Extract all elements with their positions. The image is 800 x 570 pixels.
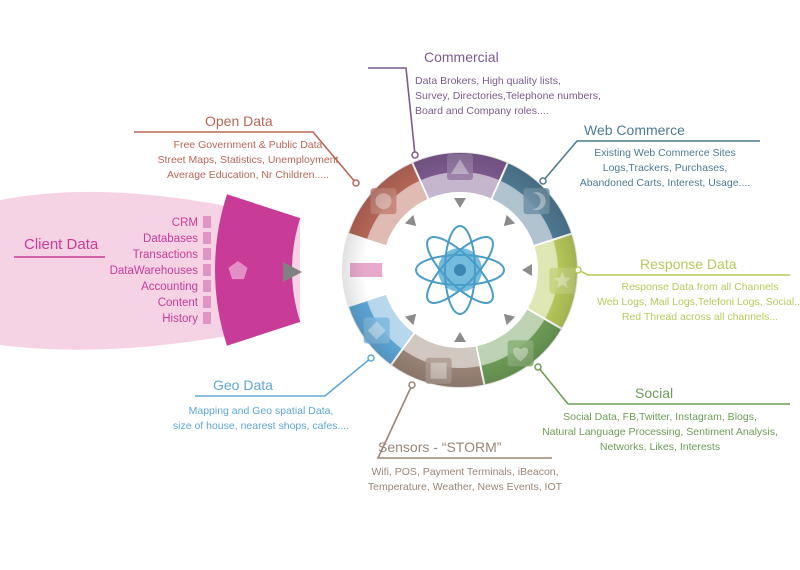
response-title: Response Data xyxy=(640,256,737,272)
sensors-description-line: Temperature, Weather, News Events, IOT xyxy=(368,481,563,493)
inner-arrows xyxy=(404,198,532,342)
open-data-description-line: Free Government & Public Data xyxy=(174,139,323,151)
commercial-description-line: Survey, Directories,Telephone numbers, xyxy=(415,90,601,102)
client-data-marks xyxy=(203,216,211,324)
client-data-item: Content xyxy=(158,297,199,309)
geo-description-line: Mapping and Geo spatial Data, xyxy=(189,405,334,417)
client-item-marker xyxy=(203,280,211,292)
open-data-leader-line xyxy=(134,131,357,184)
client-item-marker xyxy=(203,248,211,260)
open-data-title: Open Data xyxy=(205,113,273,129)
client-data-title: Client Data xyxy=(24,236,99,253)
client-item-marker xyxy=(203,216,211,228)
client-item-marker xyxy=(203,312,211,324)
inner-arrow-icon xyxy=(503,214,516,227)
response-description-line: Response Data from all Channels xyxy=(622,281,779,293)
inner-arrow-icon xyxy=(454,332,466,342)
social-description-line: Social Data, FB,Twitter, Instagram, Blog… xyxy=(563,411,757,423)
client-data-item: Transactions xyxy=(133,249,199,261)
sensors-description-line: Wifi, POS, Payment Terminals, iBeacon, xyxy=(371,466,558,478)
commercial-description-line: Data Brokers, High quality lists, xyxy=(415,75,561,87)
client-data-item: DataWarehouses xyxy=(110,265,199,277)
geo-leader-line xyxy=(195,357,372,397)
commercial-leader-line xyxy=(368,67,416,156)
social-leader-line xyxy=(537,366,790,405)
sensors-leader-dot xyxy=(408,381,416,389)
client-data-items: CRM DatabasesTransactionsDataWarehousesAc… xyxy=(110,217,199,325)
social-title: Social xyxy=(635,385,673,401)
sensors-title: Sensors - “STORM” xyxy=(378,439,502,455)
inner-arrow-icon xyxy=(522,264,532,276)
web-commerce-leader-dot xyxy=(539,177,547,185)
atom-icon xyxy=(415,225,505,315)
client-data-item: CRM xyxy=(172,217,198,229)
open-data-description-line: Average Education, Nr Children..... xyxy=(167,169,329,181)
response-description-line: Red Thread across all channels... xyxy=(622,311,778,323)
inner-arrow-icon xyxy=(454,198,466,208)
client-item-marker xyxy=(203,264,211,276)
geo-leader-dot xyxy=(367,354,375,362)
response-leader-dot xyxy=(574,266,582,274)
sensors-leader-line xyxy=(376,384,552,459)
inner-arrow-icon xyxy=(503,313,516,326)
inner-arrow-icon xyxy=(404,214,417,227)
client-data-item: History xyxy=(162,313,198,325)
pentagon-icon xyxy=(228,261,248,280)
client-data-segment xyxy=(214,194,301,346)
web-commerce-title: Web Commerce xyxy=(584,122,685,138)
commercial-title: Commercial xyxy=(424,49,499,65)
response-description-line: Web Logs, Mail Logs,Telefoni Logs, Socia… xyxy=(597,296,800,308)
open-data-description-line: Street Maps, Statistics, Unemployment xyxy=(158,154,339,166)
client-arrow-icon xyxy=(283,262,302,282)
web-commerce-description-line: Abandoned Carts, Interest, Usage.... xyxy=(580,177,750,189)
web-commerce-description-line: Existing Web Commerce Sites xyxy=(594,147,736,159)
web-commerce-description-line: Logs,Trackers, Purchases, xyxy=(603,162,728,174)
inner-arrow-icon xyxy=(404,313,417,326)
geo-description-line: size of house, nearest shops, cafes.... xyxy=(173,420,349,432)
client-item-marker xyxy=(203,232,211,244)
social-leader-dot xyxy=(534,363,542,371)
social-description-line: Networks, Likes, Interests xyxy=(600,441,720,453)
commercial-description-line: Board and Company roles.... xyxy=(415,105,549,117)
client-item-marker xyxy=(203,296,211,308)
client-data-item: Databases xyxy=(143,233,198,245)
client-data-item: Accounting xyxy=(141,281,198,293)
open-data-leader-dot xyxy=(352,179,360,187)
web-commerce-leader-line xyxy=(542,140,760,182)
commercial-leader-dot xyxy=(411,151,419,159)
geo-title: Geo Data xyxy=(213,377,273,393)
social-description-line: Natural Language Processing, Sentiment A… xyxy=(542,426,778,438)
